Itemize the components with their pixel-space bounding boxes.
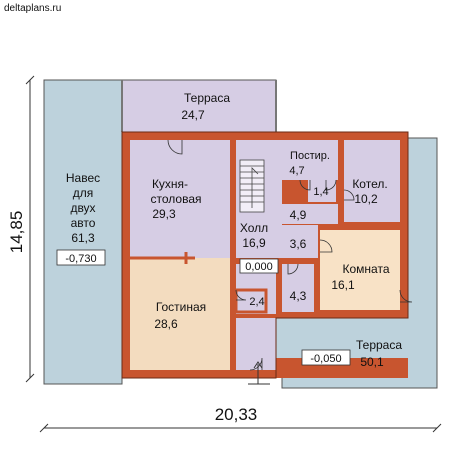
staircase — [239, 159, 265, 213]
boiler-room — [344, 140, 400, 222]
carport-name-line-3: двух — [70, 201, 95, 215]
hall-name: Холл — [240, 221, 268, 235]
height-dimension-label: 14,85 — [7, 211, 26, 254]
entrance-arrow-icon — [248, 361, 270, 385]
small-2-4-area-label: 2,4 — [249, 296, 264, 308]
carport-area — [43, 79, 123, 385]
hall-level-label: 0,000 — [245, 261, 273, 273]
laundry-name: Постир. — [290, 150, 330, 162]
carport-level-label: -0,730 — [65, 253, 96, 265]
terrace-right-level-box — [301, 349, 351, 366]
carport-level-box — [56, 249, 106, 266]
room-area-label: 16,1 — [331, 278, 355, 292]
kitchen-area-label: 29,3 — [152, 207, 176, 221]
width-dimension-label: 20,33 — [215, 405, 258, 424]
corridor-4-9-area-label: 4,9 — [290, 208, 307, 222]
room-room — [320, 230, 400, 310]
hall-area-label: 16,9 — [242, 236, 266, 250]
carport-area-label: 61,3 — [71, 231, 95, 245]
boiler-area-label: 10,2 — [354, 192, 378, 206]
hall-level-box — [239, 258, 279, 274]
living-area-label: 28,6 — [154, 317, 178, 331]
terrace-right-area-label: 50,1 — [360, 355, 384, 369]
room-name: Комната — [343, 262, 390, 276]
watermark-text: deltaplans.ru — [4, 3, 61, 14]
living-name: Гостиная — [156, 300, 206, 314]
kitchen-name-line-2: столовая — [151, 192, 202, 206]
kitchen-name-line-1: Кухня- — [152, 177, 188, 191]
terrace-top-area-label: 24,7 — [181, 108, 205, 122]
terrace-top-area — [121, 79, 277, 133]
carport-name-line-2: для — [73, 186, 94, 200]
width-dimension — [39, 423, 442, 433]
small-1-4-room — [308, 180, 336, 202]
laundry-area-label: 4,7 — [289, 165, 304, 177]
door-symbols — [167, 139, 413, 371]
carport-name-line-1: Навес — [66, 171, 100, 185]
bath-3-6-area-label: 3,6 — [290, 237, 307, 251]
carport-name-line-4: авто — [71, 216, 96, 230]
terrace-right-level-label: -0,050 — [310, 353, 341, 365]
corridor-4-9-room — [282, 204, 338, 224]
kitchen-room — [130, 140, 230, 258]
laundry-room — [282, 140, 338, 180]
entrance-vestibule — [236, 318, 276, 370]
small-1-4-area-label: 1,4 — [313, 186, 328, 198]
bath-3-6-room — [282, 230, 314, 258]
terrace-top-name: Терраса — [184, 91, 230, 105]
living-room — [130, 258, 230, 370]
house-outline — [121, 131, 409, 379]
bath-4-3-area-label: 4,3 — [290, 289, 307, 303]
boiler-name: Котел. — [352, 177, 387, 191]
terrace-right-name: Терраса — [356, 338, 402, 352]
bath-4-3-room — [282, 264, 314, 312]
small-2-4-room — [234, 288, 268, 314]
height-dimension — [25, 75, 35, 383]
